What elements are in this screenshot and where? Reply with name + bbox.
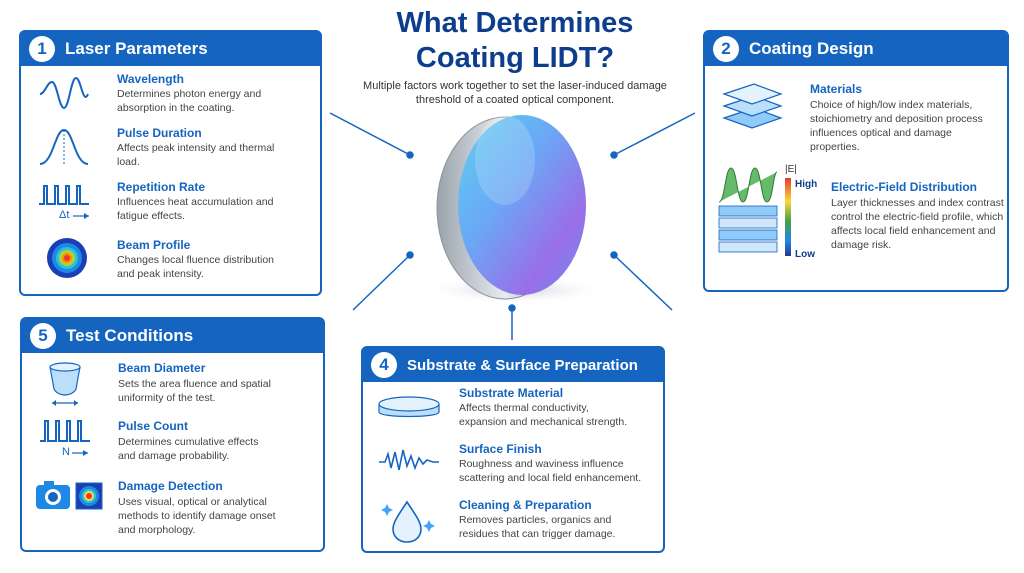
item-surface-finish: Surface Finish Roughness and waviness in… [377, 442, 662, 492]
pulse-count-label: N [62, 446, 70, 458]
panel-title: Coating Design [749, 39, 874, 58]
page-subtitle: Multiple factors work together to set th… [363, 80, 667, 106]
item-pulse-duration: Pulse Duration Affects peak intensity an… [35, 126, 320, 176]
pulse-count-icon [40, 420, 90, 456]
delta-t-label: Δt [59, 209, 70, 221]
item-description: Determines photon energy and absorption … [117, 88, 262, 114]
panel-header: 1 Laser Parameters [21, 32, 320, 66]
item-beam-profile: Beam Profile Changes local fluence distr… [35, 238, 320, 288]
item-description: Layer thicknesses and index contrast con… [831, 197, 1004, 251]
rough-surface-icon [379, 449, 439, 471]
panel-header: 2 Coating Design [705, 32, 1007, 66]
item-materials: Materials Choice of high/low index mater… [719, 80, 1009, 153]
panel-number: 4 [371, 352, 397, 378]
item-description: Sets the area fluence and spatial unifor… [118, 378, 271, 404]
panel-header: 5 Test Conditions [22, 319, 323, 353]
item-title: Wavelength [117, 72, 184, 86]
item-damage-detection: Damage Detection Uses visual, optical or… [36, 477, 326, 547]
item-electric-field: |E| High Low Electric-Field Distribution… [715, 162, 1010, 262]
item-title: Pulse Count [118, 419, 189, 433]
item-description: Removes particles, organics and residues… [459, 514, 616, 540]
pulse-shape-icon [39, 128, 89, 165]
disc-icon [378, 396, 440, 418]
item-title: Repetition Rate [117, 180, 206, 194]
connector-lines [329, 112, 696, 340]
item-description: Affects thermal conductivity, expansion … [459, 402, 628, 428]
item-description: Uses visual, optical or analytical metho… [118, 496, 276, 536]
title-line-2: Coating LIDT? [415, 42, 615, 74]
item-cleaning: Cleaning & Preparation Removes particles… [377, 496, 662, 551]
panel-number: 5 [30, 323, 56, 349]
panel-number: 2 [713, 36, 739, 62]
item-description: Choice of high/low index materials, stoi… [810, 99, 983, 153]
item-beam-diameter: Beam Diameter Sets the area fluence and … [36, 359, 326, 409]
item-description: Roughness and waviness influence scatter… [459, 458, 642, 484]
sine-wave-icon [39, 76, 89, 110]
coating-design-panel: 2 Coating Design Materials Choice of hig… [703, 30, 1009, 292]
layer-stack-icon [722, 83, 783, 129]
camera-detection-icon [36, 481, 103, 510]
panel-header: 4 Substrate & Surface Preparation [363, 348, 663, 382]
electric-field-stack-icon [718, 167, 791, 256]
lens-highlight [475, 115, 535, 205]
item-title: Beam Profile [117, 238, 191, 252]
water-drop-icon [381, 500, 435, 543]
panel-number: 1 [29, 36, 55, 62]
item-pulse-count: N Pulse Count Determines cumulative effe… [36, 417, 326, 467]
panel-title: Laser Parameters [65, 39, 208, 58]
test-conditions-panel: 5 Test Conditions Beam Diameter Sets the… [20, 317, 325, 552]
item-description: Changes local fluence distribution and p… [117, 254, 275, 280]
item-title: Cleaning & Preparation [459, 498, 592, 512]
panel-title: Substrate & Surface Preparation [407, 356, 638, 374]
item-title: Pulse Duration [117, 126, 202, 140]
item-wavelength: Wavelength Determines photon energy and … [35, 72, 320, 122]
item-substrate-material: Substrate Material Affects thermal condu… [377, 386, 662, 436]
item-title: Electric-Field Distribution [831, 180, 978, 194]
item-description: Affects peak intensity and thermal load. [117, 142, 275, 168]
beam-diameter-icon [49, 362, 81, 406]
laser-parameters-panel: 1 Laser Parameters Wavelength Determines… [19, 30, 322, 296]
field-scale-low: Low [795, 249, 815, 260]
item-description: Determines cumulative effects and damage… [118, 436, 259, 462]
field-scale-label: |E| [785, 164, 797, 175]
item-title: Materials [810, 82, 863, 96]
item-title: Substrate Material [459, 386, 564, 400]
substrate-panel: 4 Substrate & Surface Preparation Substr… [361, 346, 665, 553]
item-description: Influences heat accumulation and fatigue… [117, 196, 274, 222]
panel-title: Test Conditions [66, 326, 194, 345]
item-title: Beam Diameter [118, 361, 206, 375]
title-line-1: What Determines [396, 7, 634, 39]
beam-profile-icon [47, 238, 87, 278]
lens-face [458, 115, 586, 295]
page-title: What Determines Coating LIDT? [340, 6, 690, 76]
item-repetition-rate: Δt Repetition Rate Influences heat accum… [35, 180, 320, 230]
pulse-train-icon [39, 185, 89, 219]
field-scale-high: High [795, 179, 818, 190]
item-title: Damage Detection [118, 479, 223, 493]
item-title: Surface Finish [459, 442, 542, 456]
